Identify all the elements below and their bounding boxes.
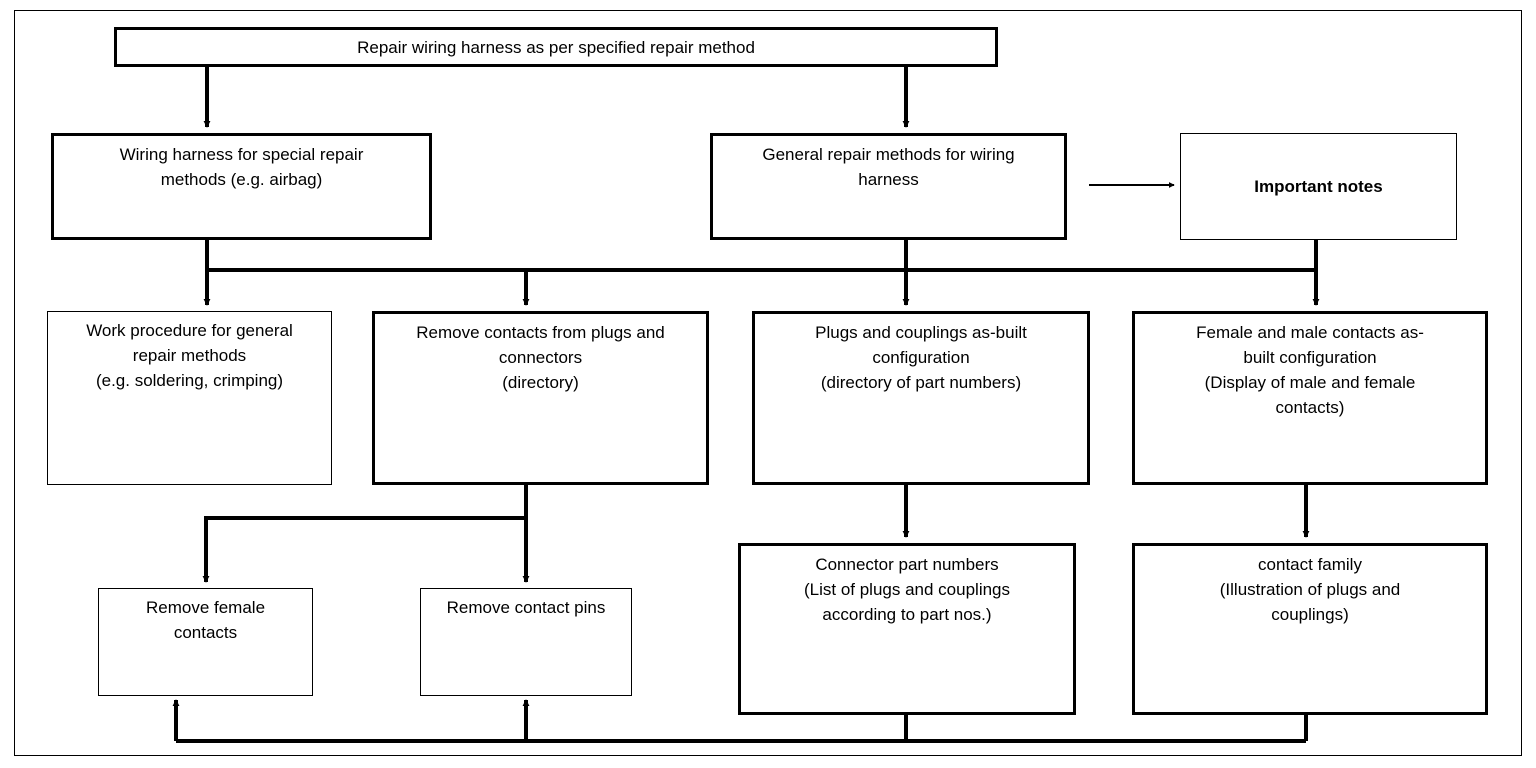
node-remove-female-contacts[interactable]: Remove female contacts <box>98 588 313 696</box>
node-important-notes-label: Important notes <box>1254 177 1383 196</box>
node-plugs-and-couplings[interactable]: Plugs and couplings as-built configurati… <box>752 311 1090 485</box>
node-connector-part-numbers[interactable]: Connector part numbers (List of plugs an… <box>738 543 1076 715</box>
node-root-label: Repair wiring harness as per specified r… <box>357 37 755 57</box>
node-remove-contact-pins-label: Remove contact pins <box>446 598 606 617</box>
node-work-procedure[interactable]: Work procedure for general repair method… <box>47 311 332 485</box>
node-remove-female-contacts-label: Remove female contacts <box>145 598 266 642</box>
node-general-repair-methods[interactable]: General repair methods for wiring harnes… <box>710 133 1067 240</box>
node-remove-contacts[interactable]: Remove contacts from plugs and connector… <box>372 311 709 485</box>
node-remove-contact-pins[interactable]: Remove contact pins <box>420 588 632 696</box>
node-root[interactable]: Repair wiring harness as per specified r… <box>114 27 998 67</box>
node-work-procedure-label: Work procedure for general repair method… <box>86 321 293 390</box>
node-general-repair-methods-label: General repair methods for wiring harnes… <box>762 145 1015 189</box>
node-plugs-and-couplings-label: Plugs and couplings as-built configurati… <box>815 323 1027 392</box>
node-female-and-male-contacts-label: Female and male contacts as- built confi… <box>1196 323 1424 417</box>
node-contact-family[interactable]: contact family (Illustration of plugs an… <box>1132 543 1488 715</box>
node-remove-contacts-label: Remove contacts from plugs and connector… <box>416 323 665 392</box>
node-connector-part-numbers-label: Connector part numbers (List of plugs an… <box>803 555 1011 624</box>
node-contact-family-label: contact family (Illustration of plugs an… <box>1219 555 1401 624</box>
node-female-and-male-contacts[interactable]: Female and male contacts as- built confi… <box>1132 311 1488 485</box>
node-important-notes[interactable]: Important notes <box>1180 133 1457 240</box>
node-special-repair-methods-label: Wiring harness for special repair method… <box>119 145 364 189</box>
node-special-repair-methods[interactable]: Wiring harness for special repair method… <box>51 133 432 240</box>
